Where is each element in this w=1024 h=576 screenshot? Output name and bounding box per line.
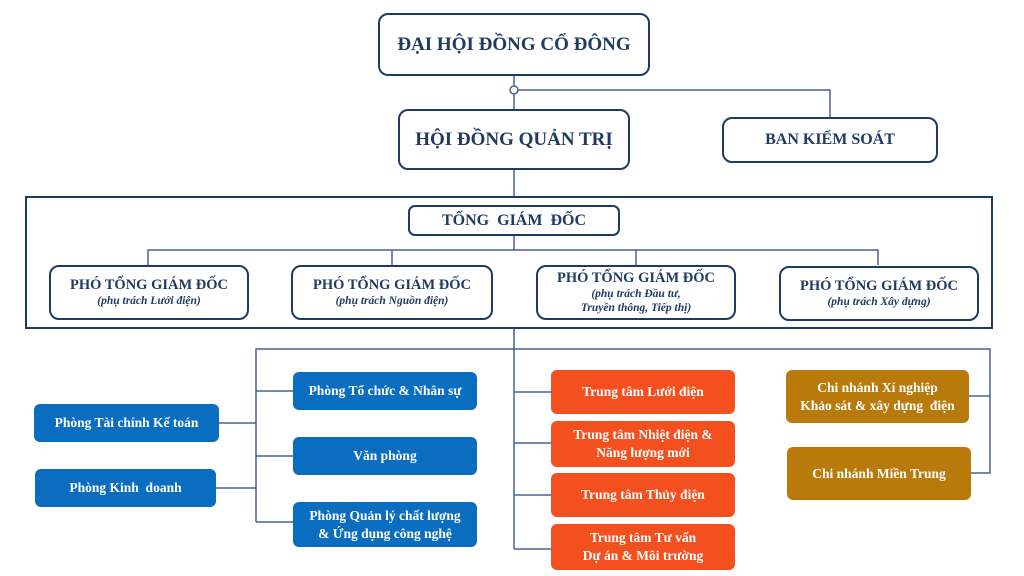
deputy-ceo-title: PHÓ TỔNG GIÁM ĐỐC [312,277,472,293]
dept-label: Phòng Kinh doanh [69,480,182,495]
deputy-ceo-scope: (phụ trách Xây dựng) [827,296,931,308]
dept-label: Văn phòng [353,448,417,463]
hr-dept-box[interactable]: Phòng Tổ chức & Nhân sự [293,372,477,410]
junction-circle [509,85,519,95]
executive-frame [25,196,993,329]
grid-center-box[interactable]: Trung tâm Lưới điện [551,370,735,414]
center-label-line2: Năng lượng mới [596,445,690,460]
center-label: Trung tâm Nhiệt điện & [573,427,713,442]
deputy-ceo-scope-line2: Truyền thông, Tiếp thị) [580,302,692,314]
center-label: Trung tâm Lưới điện [582,384,704,399]
deputy-ceo-title: PHÓ TỔNG GIÁM ĐỐC [69,277,229,293]
deputy-ceo-power-source-box[interactable]: PHÓ TỔNG GIÁM ĐỐC (phụ trách Nguồn điện) [291,265,493,320]
ceo-label: TỔNG GIÁM ĐỐC [442,211,586,229]
board-of-directors-label: HỘI ĐỒNG QUẢN TRỊ [415,128,613,150]
survey-construction-branch-box[interactable]: Chi nhánh Xí nghiệp Khảo sát & xây dựng … [786,370,969,423]
quality-tech-dept-box[interactable]: Phòng Quản lý chất lượng & Ứng dụng công… [293,502,477,547]
branch-label: Chi nhánh Xí nghiệp [817,379,938,395]
consulting-environment-center-box[interactable]: Trung tâm Tư vấn Dự án & Môi trường [551,524,735,570]
central-region-branch-box[interactable]: Chi nhánh Miền Trung [787,447,971,500]
shareholders-meeting-label: ĐẠI HỘI ĐỒNG CỔ ĐÔNG [397,33,631,55]
deputy-ceo-title: PHÓ TỔNG GIÁM ĐỐC [556,270,716,286]
center-label: Trung tâm Tư vấn [589,530,697,545]
deputy-ceo-scope: (phụ trách Đầu tư, [591,288,681,300]
shareholders-meeting-box[interactable]: ĐẠI HỘI ĐỒNG CỔ ĐÔNG [378,13,650,76]
dept-label-line2: & Ứng dụng công nghệ [318,525,452,541]
ceo-box[interactable]: TỔNG GIÁM ĐỐC [408,205,620,236]
board-of-directors-box[interactable]: HỘI ĐỒNG QUẢN TRỊ [398,109,630,170]
deputy-ceo-investment-box[interactable]: PHÓ TỔNG GIÁM ĐỐC (phụ trách Đầu tư, Tru… [536,265,736,320]
dept-label: Phòng Tài chính Kế toán [54,415,199,430]
dept-label: Phòng Quản lý chất lượng [309,507,461,523]
center-label-line2: Dự án & Môi trường [582,548,704,563]
branch-label-line2: Khảo sát & xây dựng điện [800,397,955,413]
deputy-ceo-scope: (phụ trách Nguồn điện) [335,295,449,307]
center-label: Trung tâm Thủy điện [581,487,705,502]
deputy-ceo-grid-box[interactable]: PHÓ TỔNG GIÁM ĐỐC (phụ trách Lưới điện) [49,265,249,320]
dept-label: Phòng Tổ chức & Nhân sự [308,383,462,398]
thermal-renewable-center-box[interactable]: Trung tâm Nhiệt điện & Năng lượng mới [551,421,735,467]
office-dept-box[interactable]: Văn phòng [293,437,477,475]
finance-accounting-dept-box[interactable]: Phòng Tài chính Kế toán [34,404,219,442]
supervisory-board-label: BAN KIỂM SOÁT [765,131,895,148]
hydropower-center-box[interactable]: Trung tâm Thủy điện [551,473,735,517]
deputy-ceo-construction-box[interactable]: PHÓ TỔNG GIÁM ĐỐC (phụ trách Xây dựng) [779,266,979,321]
sales-dept-box[interactable]: Phòng Kinh doanh [35,469,216,507]
supervisory-board-box[interactable]: BAN KIỂM SOÁT [722,117,938,163]
deputy-ceo-scope: (phụ trách Lưới điện) [97,295,201,307]
branch-label: Chi nhánh Miền Trung [812,465,946,481]
deputy-ceo-title: PHÓ TỔNG GIÁM ĐỐC [799,278,959,294]
